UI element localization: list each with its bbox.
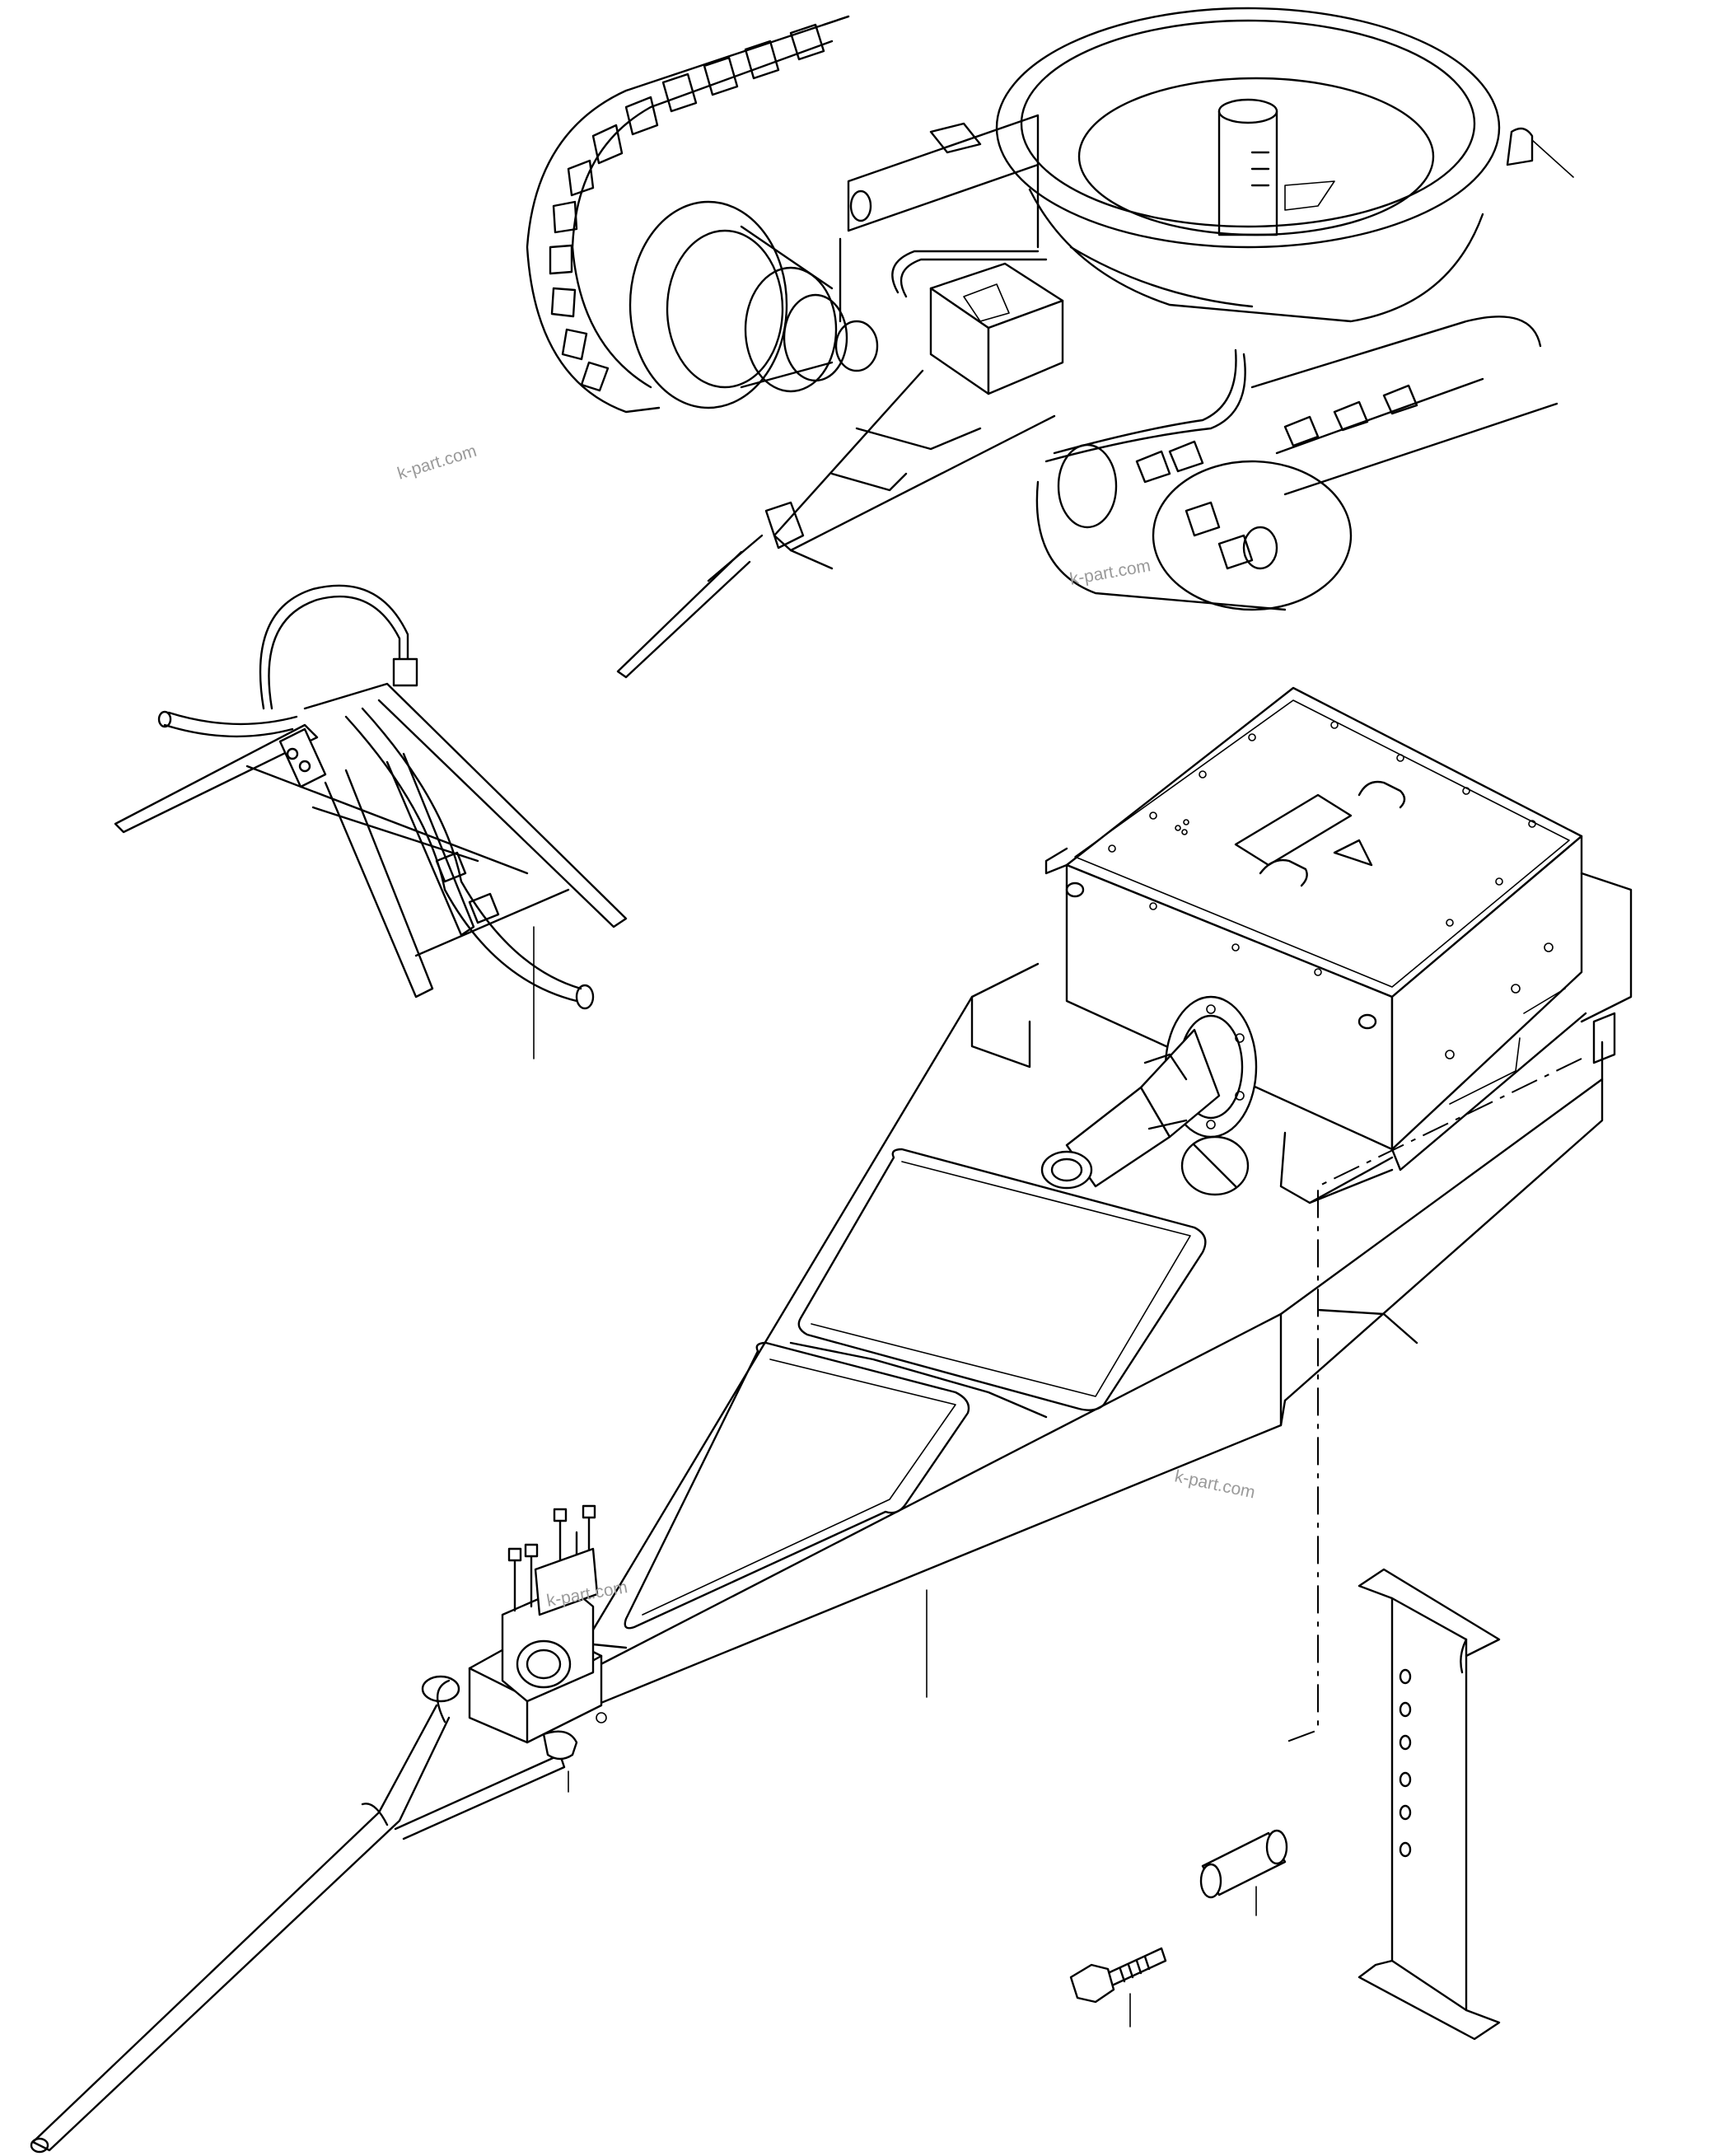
watermark-text: k-part.com — [395, 442, 479, 484]
left-final-drive — [629, 200, 879, 409]
main-drawbar-view — [30, 686, 1633, 2154]
machine-overview-view — [526, 7, 1574, 679]
right-crawler-track — [1035, 316, 1558, 611]
assembly-centerline — [1284, 1058, 1582, 1743]
slewing-ring — [995, 7, 1501, 323]
box-rivets — [1108, 721, 1536, 976]
tow-bar — [30, 1675, 578, 2154]
watermark-text: k-part.com — [1068, 556, 1152, 589]
drawbar-frame — [583, 962, 1604, 1711]
battery-box-small — [929, 262, 1064, 395]
hose-bracket-detail-view — [114, 584, 628, 1059]
drawbar-frame-small — [773, 369, 1056, 570]
hitch-bracket — [468, 1504, 607, 1744]
spacer-pin — [1199, 1829, 1288, 1916]
drive-motor-coupling — [1040, 995, 1258, 1196]
watermark-text: k-part.com — [1173, 1466, 1257, 1502]
hex-bolt — [1069, 1947, 1167, 2027]
support-bracket — [1357, 1568, 1501, 2041]
left-crawler-track — [526, 15, 850, 414]
